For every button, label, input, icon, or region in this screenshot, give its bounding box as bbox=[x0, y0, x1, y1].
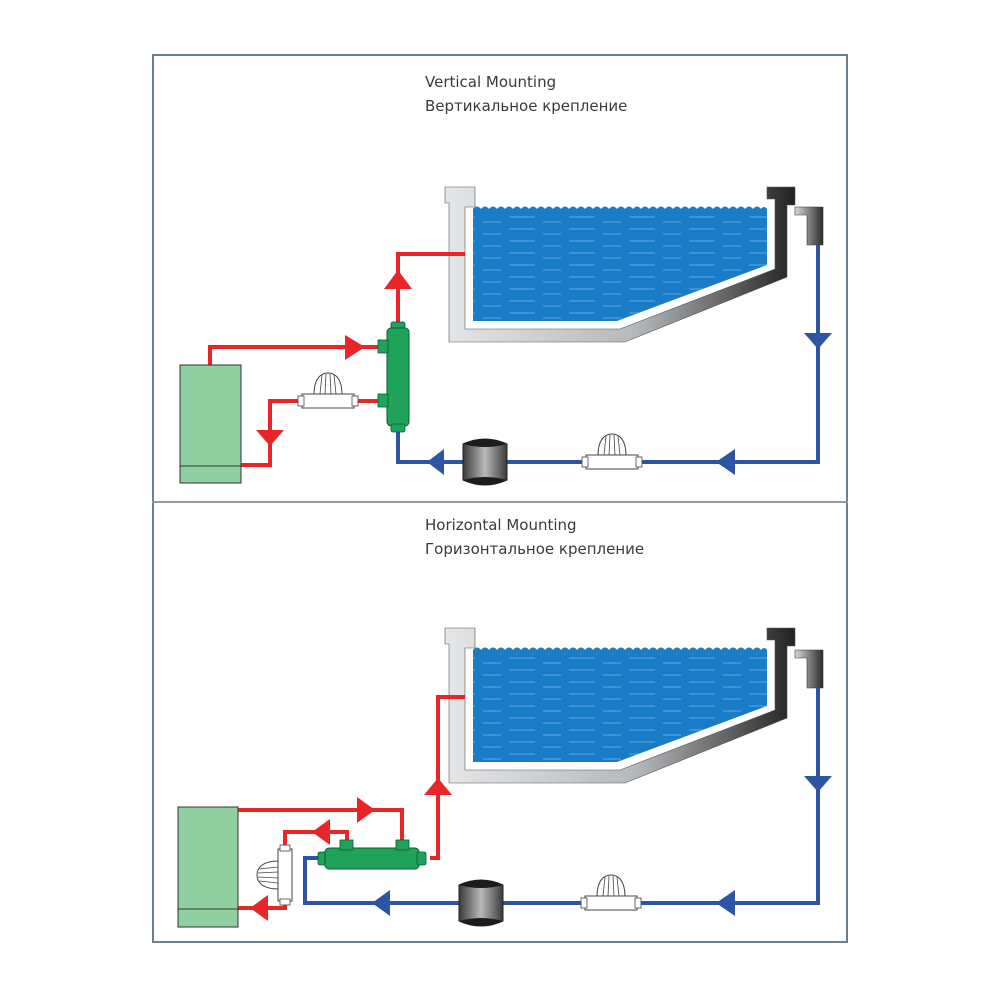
vertical-caption: Vertical Mounting Вертикальное крепление bbox=[425, 70, 627, 118]
flow-arrow-up-icon bbox=[384, 270, 412, 289]
pool-vertical bbox=[444, 186, 796, 343]
flow-arrow-left-icon bbox=[312, 819, 330, 845]
horizontal-panel bbox=[177, 627, 832, 928]
flow-arrow-down-icon bbox=[256, 430, 284, 446]
boiler-horizontal bbox=[177, 806, 239, 928]
skimmer-vertical bbox=[794, 206, 824, 246]
flow-valve-boiler-horizontal bbox=[256, 844, 293, 906]
vertical-title-ru: Вертикальное крепление bbox=[425, 97, 628, 115]
pump-horizontal bbox=[458, 879, 504, 927]
flow-arrow-left-icon bbox=[427, 449, 444, 475]
flow-arrow-down-icon bbox=[804, 333, 832, 349]
flow-arrow-right-icon bbox=[345, 335, 365, 360]
pump-vertical bbox=[462, 438, 508, 486]
horizontal-title-ru: Горизонтальное крепление bbox=[425, 540, 645, 558]
heat-exchanger-vertical bbox=[377, 321, 410, 433]
horizontal-caption: Horizontal Mounting Горизонтальное крепл… bbox=[425, 513, 644, 561]
vertical-title-en: Vertical Mounting bbox=[425, 73, 557, 91]
panel-divider bbox=[152, 501, 848, 503]
flow-arrow-left-icon bbox=[372, 890, 390, 916]
flow-arrow-left-icon bbox=[716, 449, 735, 475]
vertical-panel bbox=[179, 186, 832, 486]
cold-pipes-horizontal bbox=[303, 688, 820, 905]
skimmer-horizontal bbox=[794, 649, 824, 689]
flow-valve-return-vertical bbox=[581, 433, 643, 470]
flow-arrow-down-icon bbox=[804, 776, 832, 792]
horizontal-title-en: Horizontal Mounting bbox=[425, 516, 577, 534]
flow-arrow-left-icon bbox=[716, 890, 735, 916]
boiler-vertical bbox=[179, 364, 242, 484]
flow-valve-return-horizontal bbox=[580, 874, 642, 911]
diagram-frame bbox=[152, 54, 848, 943]
flow-arrow-left-icon bbox=[250, 895, 268, 921]
flow-valve-boiler-vertical bbox=[297, 372, 359, 409]
heat-exchanger-horizontal bbox=[317, 839, 427, 870]
hot-pipes-vertical bbox=[208, 252, 465, 467]
flow-arrow-right-icon bbox=[357, 797, 375, 823]
pool-horizontal bbox=[444, 627, 796, 784]
flow-arrow-up-icon bbox=[424, 778, 452, 795]
